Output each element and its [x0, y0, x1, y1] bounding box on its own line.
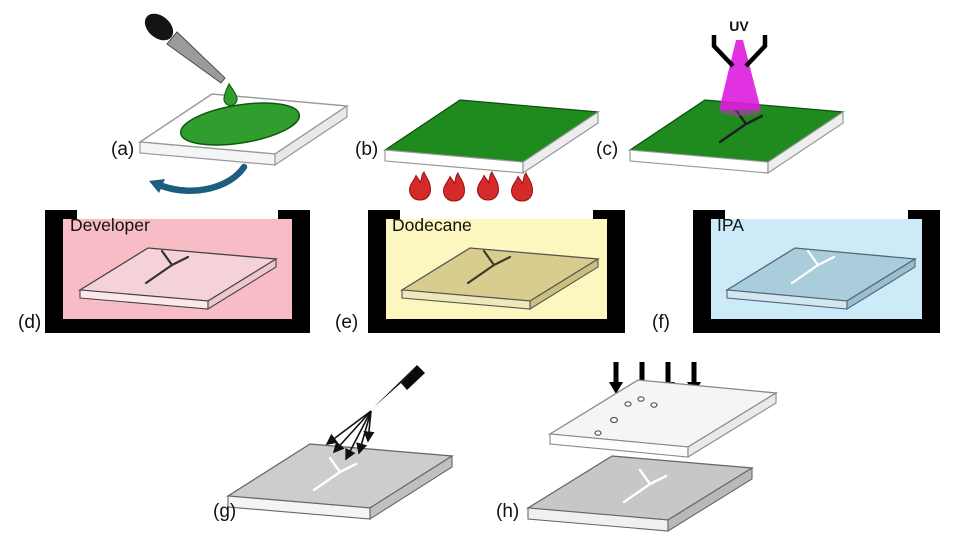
flame-icon — [510, 172, 534, 202]
spray-stream-arrow — [325, 410, 372, 445]
panel-a: (a) — [111, 13, 350, 194]
developer-label: Developer — [70, 215, 150, 235]
pipette-barrel — [166, 31, 226, 84]
inlet-hole — [594, 430, 602, 436]
substrate-side-face — [274, 104, 348, 167]
resist-drop-icon — [223, 82, 238, 107]
bath-wall-left — [45, 210, 63, 333]
bath-wall-right — [922, 210, 940, 333]
substrate-side-face — [369, 454, 453, 521]
bath-wall-right — [292, 210, 310, 333]
dodecane-label: Dodecane — [392, 215, 472, 235]
bottom-plate-side-face — [667, 467, 753, 532]
ipa-label: IPA — [717, 215, 744, 235]
panel-b-label: (b) — [355, 139, 378, 160]
resist-puddle — [179, 102, 301, 146]
bath-bottom — [693, 319, 940, 333]
spin-arrowhead-icon — [149, 179, 165, 193]
y-channel-pattern — [466, 249, 512, 285]
panel-h-label: (h) — [496, 501, 519, 522]
substrate-side-face — [846, 258, 916, 310]
bath-wall-right — [607, 210, 625, 333]
bath-rim-left — [63, 210, 77, 219]
uv-beam-spot — [720, 106, 760, 116]
press-down-arrow-icon — [609, 362, 623, 394]
bath-bottom — [45, 319, 310, 333]
top-plate-side-face — [687, 392, 777, 458]
substrate-side-face — [767, 110, 844, 175]
flame-icon — [476, 171, 500, 201]
substrate-side-face — [207, 258, 277, 310]
flame-icon — [442, 172, 466, 202]
y-channel-pattern — [790, 249, 836, 285]
panel-d-label: (d) — [18, 312, 41, 333]
panel-h: (h) — [496, 362, 778, 532]
panel-f-label: (f) — [652, 312, 670, 333]
bath-wall-left — [368, 210, 386, 333]
y-channel-pattern — [312, 456, 358, 492]
inlet-hole — [609, 416, 618, 424]
spray-nozzle-icon — [374, 365, 417, 407]
inlet-hole — [650, 402, 658, 408]
panel-e: Dodecane (e) — [335, 210, 625, 333]
panel-g: (g) — [213, 365, 454, 522]
spray-stream-arrow — [363, 410, 375, 443]
panel-c-label: (c) — [596, 139, 618, 160]
y-channel-pattern — [622, 468, 668, 504]
panel-d: Developer (d) — [18, 210, 310, 333]
bath-rim-right — [278, 210, 292, 219]
pipette-bulb — [144, 13, 174, 41]
panel-f: IPA (f) — [652, 210, 940, 333]
inlet-hole — [624, 401, 632, 407]
uv-mask-right — [744, 35, 768, 68]
panel-a-label: (a) — [111, 139, 134, 160]
panel-e-label: (e) — [335, 312, 358, 333]
bath-bottom — [368, 319, 625, 333]
y-channel-pattern — [144, 249, 190, 285]
uv-label: UV — [729, 18, 749, 34]
bath-rim-right — [908, 210, 922, 219]
flame-icon — [408, 171, 432, 201]
bath-rim-left — [386, 210, 400, 219]
y-channel-pattern — [718, 108, 764, 144]
spray-nozzle-body — [401, 365, 425, 390]
uv-mask-left — [711, 35, 735, 68]
substrate-side-face — [529, 258, 599, 310]
inlet-hole — [637, 396, 645, 402]
panel-c: UV (c) — [596, 18, 845, 175]
spray-stream-arrow — [332, 410, 372, 454]
bath-wall-left — [693, 210, 711, 333]
spray-stream-arrow — [345, 410, 372, 461]
bath-rim-right — [593, 210, 607, 219]
bath-rim-left — [711, 210, 725, 219]
substrate-side-face — [522, 110, 599, 175]
spin-arrow — [158, 163, 248, 194]
panel-b: (b) — [355, 99, 600, 202]
panel-g-label: (g) — [213, 501, 236, 522]
uv-beam — [719, 40, 761, 110]
